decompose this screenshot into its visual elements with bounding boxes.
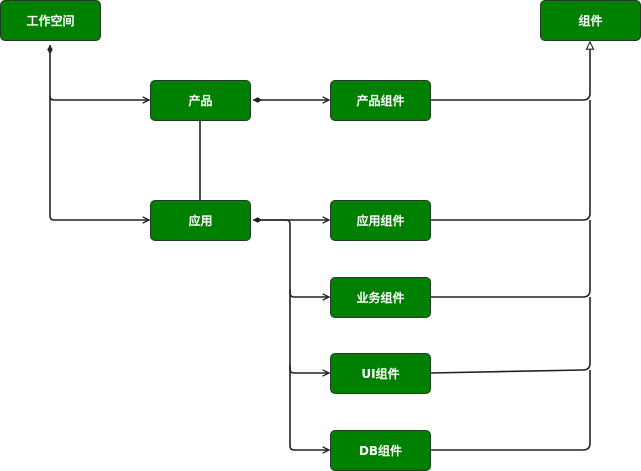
edge-generalization-ui-component <box>430 297 591 374</box>
node-ui-component[interactable]: UI组件 <box>330 353 431 394</box>
edge-generalization-app-component <box>431 100 591 221</box>
edge-generalization-product-component <box>431 42 590 101</box>
edge-application-ui-component <box>289 290 329 373</box>
edge-generalization-db-component <box>431 370 591 451</box>
node-component[interactable]: 组件 <box>540 0 641 41</box>
node-application[interactable]: 应用 <box>150 200 251 241</box>
edge-application-db-component <box>289 365 329 450</box>
node-business-component[interactable]: 业务组件 <box>330 277 431 318</box>
node-workspace[interactable]: 工作空间 <box>0 0 101 41</box>
node-product[interactable]: 产品 <box>150 80 251 121</box>
edge-workspace-product <box>50 45 149 100</box>
edge-generalization-business-component <box>431 220 591 298</box>
node-app-component[interactable]: 应用组件 <box>330 200 431 241</box>
node-product-component[interactable]: 产品组件 <box>330 80 431 121</box>
edge-application-business-component <box>262 219 329 297</box>
edge-workspace-application <box>49 96 149 220</box>
node-db-component[interactable]: DB组件 <box>330 430 431 471</box>
